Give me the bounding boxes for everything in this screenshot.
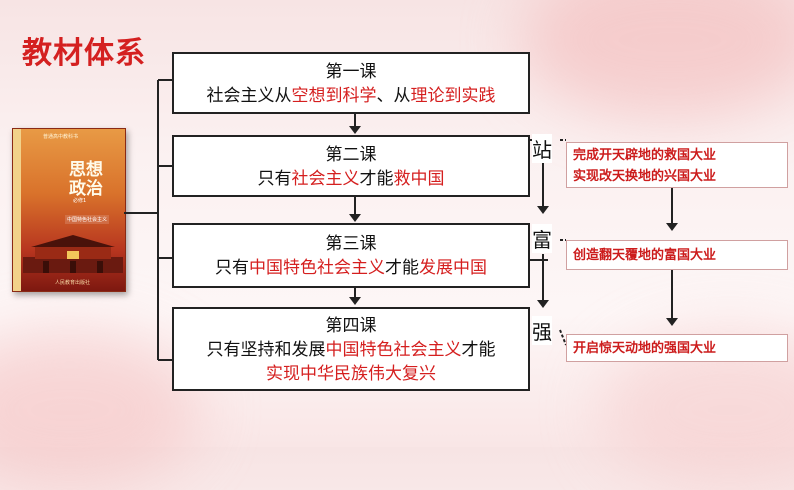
diagram-connectors	[124, 79, 678, 361]
highlight-seg: 空想到科学	[291, 86, 377, 106]
task-line: 实现改天换地的兴国大业	[573, 169, 717, 184]
cover-stripe	[13, 129, 21, 291]
lesson-box-1: 第一课 社会主义从空想到科学、从理论到实践	[172, 52, 530, 114]
highlight-seg: 救中国	[393, 169, 445, 189]
text-seg: 只有坚持和发展	[206, 340, 326, 360]
highlight-seg: 实现中华民族伟大复兴	[266, 364, 436, 384]
stage-rich-label: 富	[532, 224, 552, 253]
book-grade: 必修1	[73, 198, 87, 204]
tiananmen-illustration	[23, 235, 123, 273]
text-seg: 社会主义从	[206, 86, 292, 106]
task-line: 创造翻天覆地的富国大业	[573, 248, 717, 263]
book-series: 普通高中教科书	[43, 134, 79, 140]
page-title: 教材体系	[22, 36, 146, 71]
lesson-heading: 第四课	[325, 316, 377, 336]
highlight-seg: 发展中国	[419, 258, 487, 278]
highlight-seg: 社会主义	[291, 169, 360, 189]
task-line: 开启惊天动地的强国大业	[573, 341, 717, 356]
stage-stand-label: 站	[532, 134, 552, 163]
lesson-line: 社会主义从空想到科学、从理论到实践	[174, 84, 528, 108]
textbook-cover-image: 普通高中教科书 思想 政治 必修1 中国特色社会主义 人民教育出版社	[12, 128, 126, 292]
book-title: 思想 政治	[69, 161, 103, 199]
text-seg: 只有	[215, 258, 249, 278]
lesson-box-4: 第四课 只有坚持和发展中国特色社会主义才能 实现中华民族伟大复兴	[172, 307, 530, 391]
lesson-box-3: 第三课 只有中国特色社会主义才能发展中国	[172, 223, 530, 288]
lesson-heading: 第二课	[325, 145, 377, 165]
task-box-bottom: 开启惊天动地的强国大业	[566, 334, 788, 362]
book-subtitle: 中国特色社会主义	[65, 215, 110, 224]
lesson-line: 只有中国特色社会主义才能发展中国	[174, 256, 528, 280]
text-seg: 才能	[359, 169, 394, 189]
text-seg: 才能	[461, 340, 496, 360]
text-seg: 才能	[385, 258, 419, 278]
lesson-line: 只有社会主义才能救中国	[174, 167, 528, 191]
highlight-seg: 中国特色社会主义	[249, 258, 385, 278]
text-seg: 只有	[257, 169, 292, 189]
highlight-seg: 中国特色社会主义	[325, 340, 462, 360]
lesson-box-2: 第二课 只有社会主义才能救中国	[172, 135, 530, 197]
lesson-heading: 第三课	[325, 234, 377, 254]
book-title-line1: 思想	[69, 160, 103, 180]
task-box-top: 完成开天辟地的救国大业 实现改天换地的兴国大业	[566, 142, 788, 188]
lesson-heading: 第一课	[325, 62, 377, 82]
stage-strong-label: 强	[532, 316, 552, 345]
book-publisher: 人民教育出版社	[55, 280, 91, 286]
text-seg: 、从	[376, 86, 411, 106]
task-line: 完成开天辟地的救国大业	[573, 148, 717, 163]
book-title-line2: 政治	[69, 179, 103, 199]
highlight-seg: 理论到实践	[410, 86, 496, 106]
task-box-middle: 创造翻天覆地的富国大业	[566, 240, 788, 270]
lesson-line: 只有坚持和发展中国特色社会主义才能	[174, 338, 528, 362]
lesson-line: 实现中华民族伟大复兴	[174, 362, 528, 386]
